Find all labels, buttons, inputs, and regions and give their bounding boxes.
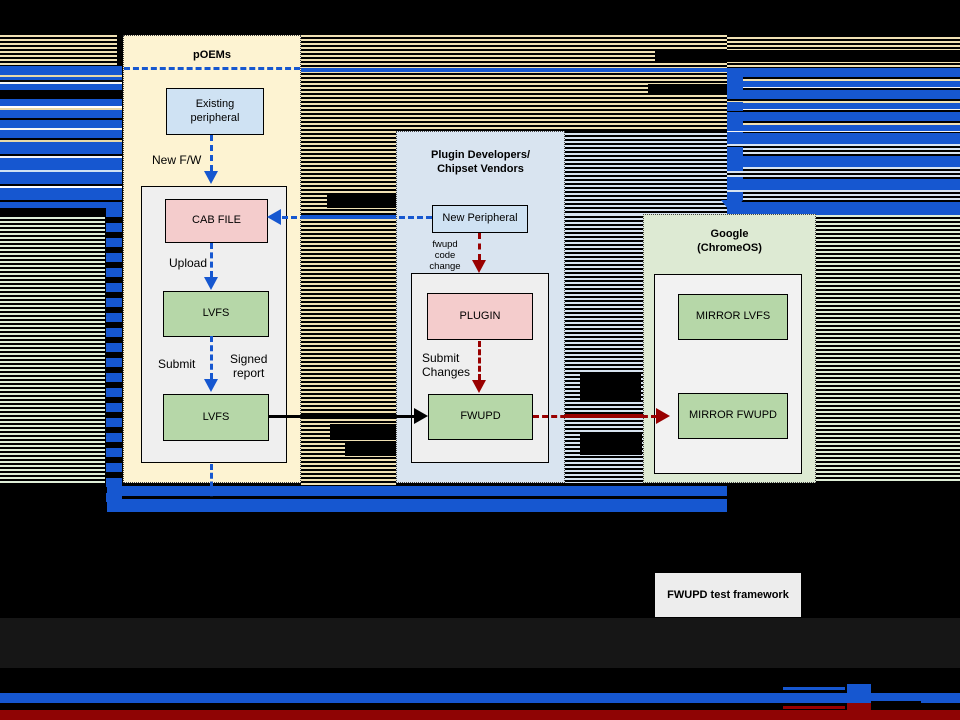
arrow-fwupd-glitch-solid <box>565 414 643 418</box>
bottom-red-bar <box>0 710 960 720</box>
glitch-blue-line-top <box>301 68 745 72</box>
new-fw-label: New F/W <box>152 153 202 167</box>
arrow-submit-changes-line <box>478 341 481 380</box>
google-title: Google (ChromeOS) <box>697 228 762 255</box>
glitch-black-block <box>330 424 406 440</box>
glitch-stripes-top-left <box>0 35 117 66</box>
glitch-blue-bar-1 <box>107 486 727 496</box>
glitch-blue-band-right <box>727 203 960 215</box>
arrow-lvfs-to-fwupd-head <box>414 408 428 424</box>
glitch-black-notch <box>871 701 921 710</box>
poems-divider-line <box>124 67 300 70</box>
arrow-newperipheral-to-cab-head <box>267 209 281 225</box>
bottom-blue-bar <box>0 693 960 703</box>
glitch-black-block <box>648 84 727 95</box>
glitch-black-block <box>580 374 641 400</box>
fwupd-test-framework-box: FWUPD test framework <box>655 573 801 617</box>
arrow-submit-tail-line <box>210 464 213 505</box>
glitch-blue-left <box>0 66 122 208</box>
vendors-container: Plugin Developers/ Chipset Vendors New P… <box>396 131 565 483</box>
arrow-lvfs-to-fwupd-line <box>268 415 415 418</box>
glitch-blue-right-1 <box>727 68 960 133</box>
glitch-black-block <box>327 195 396 208</box>
glitch-black-block <box>580 434 642 455</box>
arrow-submit-changes-head <box>472 380 486 393</box>
arrow-newfw-line <box>210 135 213 171</box>
glitch-black-block <box>655 50 960 62</box>
cab-file-node: CAB FILE <box>165 199 268 243</box>
arrow-newfw-head <box>204 171 218 184</box>
upload-label: Upload <box>169 256 208 270</box>
poems-title: pOEMs <box>193 49 231 61</box>
google-container: Google (ChromeOS) MIRROR LVFS MIRROR FWU… <box>643 214 816 483</box>
arrow-submit-head <box>204 379 218 392</box>
mirror-lvfs-node: MIRROR LVFS <box>678 294 788 340</box>
glitch-stripes-mid-top <box>565 133 727 214</box>
submit-changes-label: Submit Changes <box>422 351 471 379</box>
arrow-code-change-head <box>472 260 486 273</box>
glitch-blue-thin-line <box>783 687 845 690</box>
glitch-stripes-left <box>0 217 105 483</box>
glitch-blue-bar-2 <box>107 499 727 512</box>
glitch-arrowhead-blue <box>721 200 743 214</box>
fwupd-code-change-label: fwupd code change <box>429 239 461 272</box>
glitch-dash-bar-left <box>106 208 122 508</box>
signed-report-label: Signed report <box>230 352 268 380</box>
existing-peripheral-node: Existing peripheral <box>166 88 264 135</box>
new-peripheral-node: New Peripheral <box>432 205 528 233</box>
arrow-upload-line <box>210 243 213 277</box>
glitch-stripes-gap-left <box>301 35 396 487</box>
fwupd-node: FWUPD <box>428 394 533 440</box>
arrow-submit-line <box>210 336 213 379</box>
arrow-fwupd-to-mirror-head <box>656 408 670 424</box>
lvfs-top-node: LVFS <box>163 291 269 337</box>
arrow-code-change-line <box>478 233 481 260</box>
glitch-black-block <box>345 443 406 456</box>
arrow-newperipheral-glitch-solid <box>301 215 396 219</box>
glitch-stripes-right <box>813 215 960 483</box>
arrow-upload-head <box>204 277 218 290</box>
vendors-title: Plugin Developers/ Chipset Vendors <box>430 149 531 176</box>
mirror-fwupd-node: MIRROR FWUPD <box>678 393 788 439</box>
glitch-dash-bar-right <box>727 72 743 200</box>
lvfs-bottom-node: LVFS <box>163 394 269 441</box>
bottom-dark-band <box>0 618 960 668</box>
glitch-red-thin-line <box>783 706 845 709</box>
glitch-blue-right-2 <box>727 133 960 203</box>
plugin-node: PLUGIN <box>427 293 533 340</box>
submit-label: Submit <box>158 357 196 371</box>
